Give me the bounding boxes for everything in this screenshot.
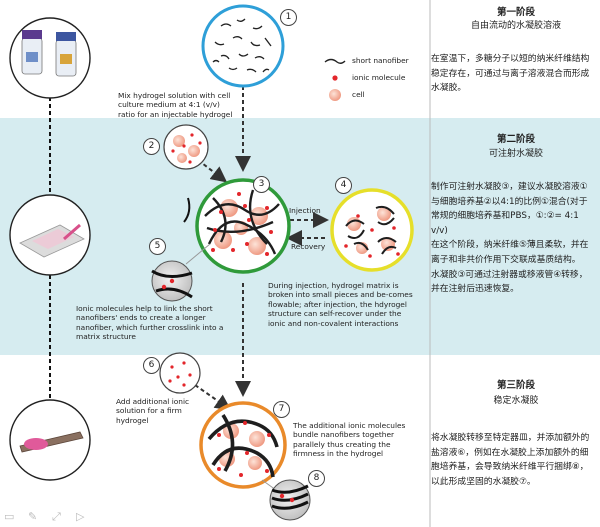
badge-2: 2 — [143, 138, 160, 155]
legend-cell-label: cell — [352, 90, 365, 99]
vials-photo — [9, 17, 91, 99]
circle-4-injected-fragments — [330, 188, 414, 272]
stage2-paragraph: 制作可注射水凝胶③，建议水凝胶溶液①与细胞培养基②以4:1的比例①混合(对于常规… — [431, 182, 588, 236]
next-icon[interactable]: ▷ — [76, 510, 85, 523]
circle-3-injectable-hydrogel — [195, 178, 291, 274]
circle-5-magnified-fibers — [151, 260, 193, 302]
legend-ionic-label: ionic molecule — [352, 73, 406, 82]
stage2-subtitle: 可注射水凝胶 — [488, 149, 543, 159]
stage1-title: 第一阶段 — [496, 7, 535, 18]
during-injection-annotation: During injection, hydrogel matrix is bro… — [268, 281, 413, 328]
add-ionic-annotation: Add additional ionic solution for a firm… — [116, 397, 190, 425]
legend-cell-icon — [329, 89, 341, 101]
lens-5-handle — [183, 197, 191, 223]
gel-slide-photo — [9, 194, 91, 276]
circle-2-culture-medium — [163, 124, 209, 170]
legend-nanofiber-icon — [324, 58, 346, 64]
stage2-paragraph: 水凝胶③可通过注射器或移液管④转移，并在注射后迅速恢复。 — [431, 269, 588, 295]
badge-6: 6 — [143, 357, 160, 374]
firm-gel-photo — [9, 399, 91, 481]
expand-icon[interactable]: ⤢ — [52, 510, 61, 523]
badge-1: 1 — [280, 9, 297, 26]
bundle-annotation: The additional ionic molecules bundle na… — [293, 421, 406, 459]
ionic-link-annotation: Ionic molecules help to link the short n… — [76, 304, 224, 342]
circle-1-nanofiber-solution — [201, 4, 285, 88]
circle-7-firm-hydrogel — [199, 401, 287, 489]
stage1-subtitle: 自由流动的水凝胶溶液 — [470, 21, 561, 31]
badge-3: 3 — [253, 176, 270, 193]
stage2-body: 制作可注射水凝胶③，建议水凝胶溶液①与细胞培养基②以4:1的比例①混合(对于常规… — [431, 180, 596, 297]
badge-7: 7 — [273, 401, 290, 418]
circle-8-bundled-fibers — [269, 479, 311, 521]
circle-6-ionic-solution — [159, 352, 201, 394]
stage2-title: 第二阶段 — [496, 134, 535, 145]
image-icon[interactable]: ▭ — [4, 510, 15, 523]
stage2-paragraph: 在这个阶段，纳米纤维⑤薄且柔软，并在离子和非共价作用下交联成基质结构。 — [431, 240, 589, 265]
badge-8: 8 — [308, 470, 325, 487]
stage3-subtitle: 稳定水凝胶 — [493, 396, 539, 406]
stage1-body: 在室温下，多糖分子以短的纳米纤维结构稳定存在，可通过与离子溶液混合而形成水凝胶。 — [431, 54, 590, 94]
pencil-icon[interactable]: ✎ — [28, 510, 38, 523]
stage3-title: 第三阶段 — [496, 380, 535, 391]
legend-nanofiber-label: short nanofiber — [352, 56, 409, 65]
badge-4: 4 — [335, 177, 352, 194]
lens-5-pointer — [185, 243, 211, 265]
badge-5: 5 — [149, 238, 166, 255]
arrow-2-to-3 — [197, 159, 228, 183]
injection-label: Injection — [289, 206, 321, 215]
stage3-body: 将水凝胶转移至特定器皿，并添加额外的盐溶液⑥，例如在水凝胶上添加额外的细胞培养基… — [431, 433, 590, 487]
recovery-label: Recovery — [291, 242, 326, 251]
legend-ionic-icon — [332, 75, 338, 81]
mix-annotation: Mix hydrogel solution with cell culture … — [118, 91, 233, 119]
